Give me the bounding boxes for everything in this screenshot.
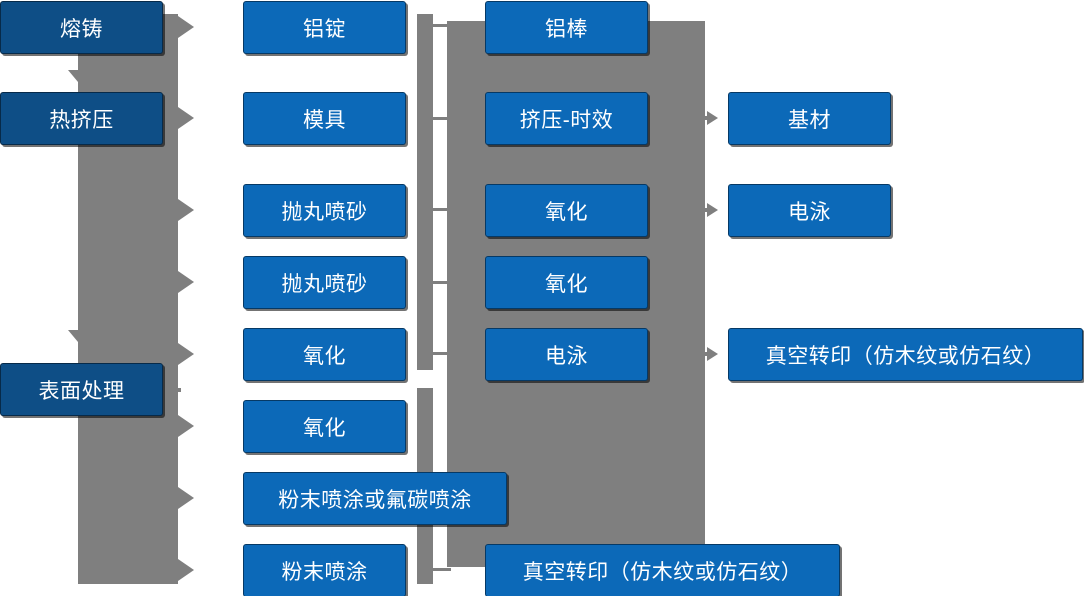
- output-label: 真空转印（仿木纹或仿石纹）: [765, 344, 1046, 368]
- result-label: 电泳: [545, 344, 588, 368]
- bracket-tick: [433, 568, 451, 571]
- process-label: 模具: [303, 108, 346, 132]
- arrow-right-icon: [178, 559, 194, 581]
- arrow-stem: [700, 116, 709, 120]
- process-powder-or-fluorocarbon[interactable]: 粉末喷涂或氟碳喷涂: [243, 472, 507, 525]
- arrow-right-icon: [178, 487, 194, 509]
- result-label: 挤压-时效: [519, 108, 614, 132]
- output-label: 基材: [788, 108, 831, 132]
- arrow-down-icon: [68, 330, 88, 342]
- arrow-down-icon: [68, 70, 88, 82]
- arrow-right-icon: [178, 271, 194, 293]
- stage-melt-cast[interactable]: 熔铸: [0, 1, 163, 54]
- result-label: 真空转印（仿木纹或仿石纹）: [522, 560, 803, 584]
- result-extrusion-aging[interactable]: 挤压-时效: [485, 92, 648, 145]
- output-vacuum-transfer-2[interactable]: 真空转印（仿木纹或仿石纹）: [728, 328, 1083, 381]
- process-label: 抛丸喷砂: [281, 272, 368, 296]
- process-label: 铝锭: [303, 17, 346, 41]
- arrow-right-icon: [707, 111, 718, 125]
- process-label: 粉末喷涂: [281, 560, 368, 584]
- process-label: 氧化: [303, 416, 346, 440]
- result-oxidation-3[interactable]: 氧化: [485, 184, 648, 237]
- process-shot-blasting-1[interactable]: 抛丸喷砂: [243, 184, 406, 237]
- process-aluminum-ingot[interactable]: 铝锭: [243, 1, 406, 54]
- result-aluminum-bar[interactable]: 铝棒: [485, 1, 648, 54]
- arrow-right-icon: [707, 347, 718, 361]
- process-powder-coating[interactable]: 粉末喷涂: [243, 544, 406, 596]
- output-label: 电泳: [788, 200, 831, 224]
- process-label: 氧化: [303, 344, 346, 368]
- arrow-right-icon: [178, 343, 194, 365]
- process-label: 抛丸喷砂: [281, 200, 368, 224]
- stage-surface-treatment[interactable]: 表面处理: [0, 363, 163, 416]
- arrow-stem: [700, 352, 709, 356]
- arrow-right-icon: [178, 16, 194, 38]
- process-label: 粉末喷涂或氟碳喷涂: [278, 488, 472, 512]
- result-oxidation-4[interactable]: 氧化: [485, 256, 648, 309]
- process-oxidation-2[interactable]: 氧化: [243, 400, 406, 453]
- stage-hot-extrusion-label: 热挤压: [49, 108, 114, 132]
- bracket-tick: [433, 352, 451, 355]
- process-oxidation-1[interactable]: 氧化: [243, 328, 406, 381]
- bracket-tick: [433, 208, 451, 211]
- output-electrophoresis-2[interactable]: 电泳: [728, 184, 891, 237]
- output-base-material[interactable]: 基材: [728, 92, 891, 145]
- result-vacuum-transfer-1[interactable]: 真空转印（仿木纹或仿石纹）: [485, 544, 840, 596]
- result-electrophoresis-1[interactable]: 电泳: [485, 328, 648, 381]
- bracket-tick: [433, 24, 451, 27]
- stage-surface-treatment-label: 表面处理: [38, 379, 125, 403]
- arrow-right-icon: [707, 203, 718, 217]
- process-shot-blasting-2[interactable]: 抛丸喷砂: [243, 256, 406, 309]
- bracket-tick: [433, 117, 451, 120]
- stage-melt-cast-label: 熔铸: [60, 17, 103, 41]
- result-label: 铝棒: [545, 17, 588, 41]
- bracket-tick: [433, 281, 451, 284]
- arrow-right-icon: [178, 199, 194, 221]
- mid-bracket-bar: [417, 14, 433, 370]
- arrow-right-icon: [178, 107, 194, 129]
- arrow-right-icon: [178, 415, 194, 437]
- result-label: 氧化: [545, 272, 588, 296]
- surface-treat-stem: [163, 388, 181, 392]
- result-label: 氧化: [545, 200, 588, 224]
- stage-hot-extrusion[interactable]: 热挤压: [0, 92, 163, 145]
- process-mold[interactable]: 模具: [243, 92, 406, 145]
- arrow-stem: [700, 208, 709, 212]
